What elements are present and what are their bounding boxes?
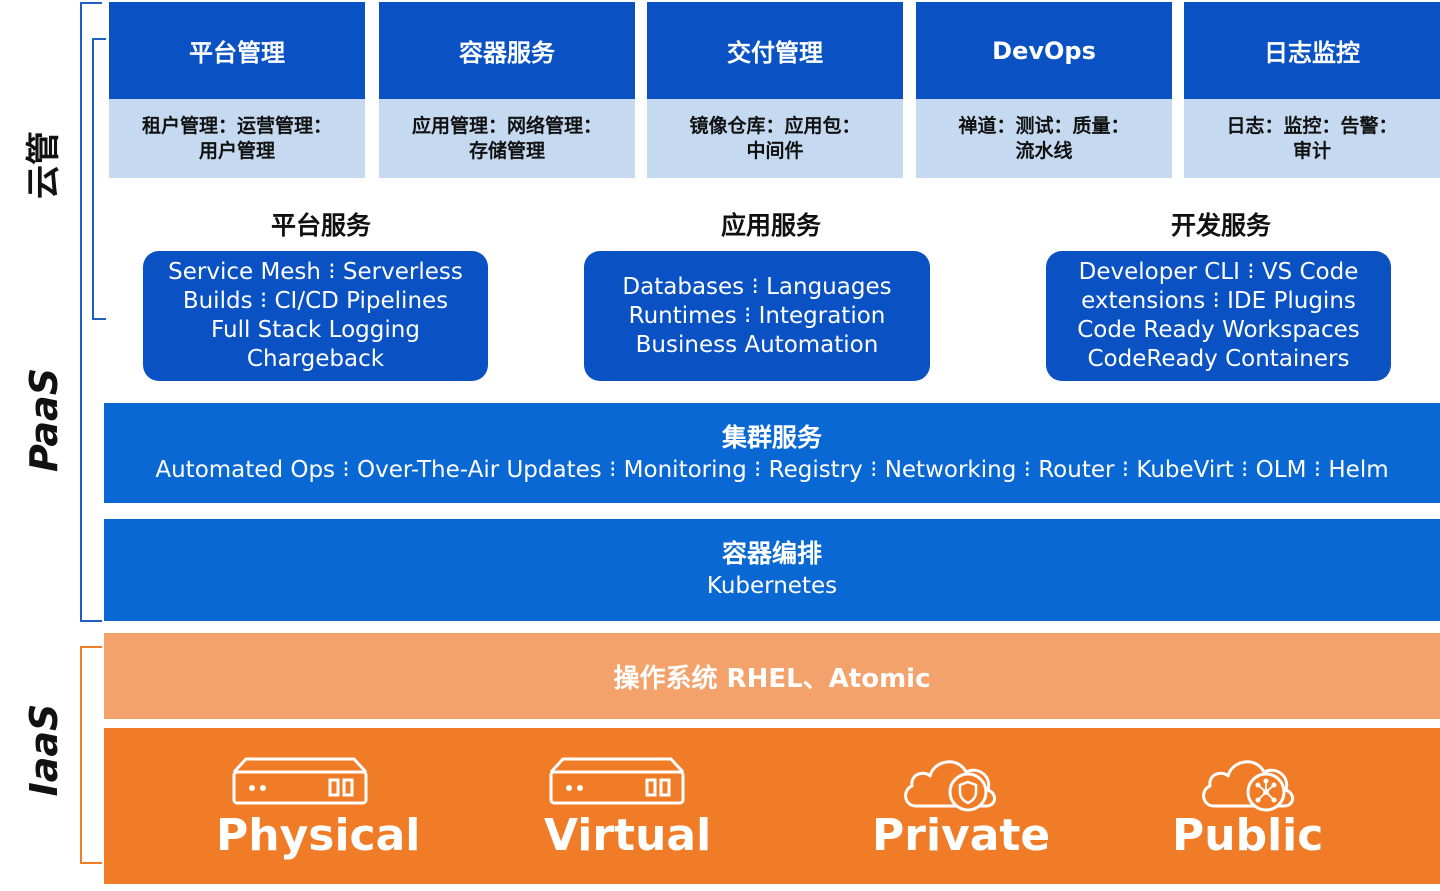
mgmt-desc: 镜像仓库：应用包： 中间件 <box>647 99 903 178</box>
dev-services-box: Developer CLI ⁝ VS Code extensions ⁝ IDE… <box>1046 251 1391 381</box>
os-band: 操作系统 RHEL、Atomic <box>104 633 1440 719</box>
service-line: Developer CLI ⁝ VS Code <box>1078 259 1359 285</box>
mgmt-desc-line: 租户管理：运营管理： <box>141 114 332 137</box>
platform-services-title: 平台服务 <box>270 211 371 240</box>
infra-label-physical: Physical <box>216 810 421 861</box>
orchestration-band: 容器编排 Kubernetes <box>104 519 1440 621</box>
cloud-mgmt-label: 云管 <box>24 131 64 199</box>
service-line: CodeReady Containers <box>1087 346 1350 372</box>
platform-services-box: Service Mesh ⁝ Serverless Builds ⁝ CI/CD… <box>143 251 488 381</box>
mgmt-title: 容器服务 <box>379 2 635 99</box>
service-line: Chargeback <box>246 346 385 372</box>
mgmt-title: 平台管理 <box>109 2 365 99</box>
service-line: extensions ⁝ IDE Plugins <box>1081 288 1356 314</box>
mgmt-desc-line: 禅道：测试：质量： <box>958 114 1130 137</box>
mgmt-desc: 租户管理：运营管理： 用户管理 <box>109 99 365 178</box>
mgmt-desc-line: 日志：监控：告警： <box>1226 114 1398 137</box>
mgmt-desc-line: 应用管理：网络管理： <box>411 114 602 137</box>
mgmt-desc-line: 中间件 <box>746 139 804 162</box>
service-line: Business Automation <box>635 331 879 358</box>
mgmt-desc-line: 流水线 <box>1015 139 1073 162</box>
os-label: 操作系统 RHEL、Atomic <box>613 663 931 694</box>
service-line: Builds ⁝ CI/CD Pipelines <box>182 288 449 314</box>
cluster-services-band: 集群服务 Automated Ops ⁝ Over-The-Air Update… <box>104 403 1440 503</box>
mgmt-desc-line: 存储管理 <box>468 139 545 162</box>
mgmt-platform: 平台管理 租户管理：运营管理： 用户管理 <box>109 2 365 178</box>
cloud-shield-icon <box>904 760 996 812</box>
cloud-network-icon <box>1202 760 1294 812</box>
iaas-bracket <box>80 646 102 864</box>
mgmt-desc: 禅道：测试：质量： 流水线 <box>916 99 1172 178</box>
infra-label-virtual: Virtual <box>544 810 712 861</box>
service-line: Full Stack Logging <box>211 317 420 343</box>
mgmt-title: 日志监控 <box>1184 2 1440 99</box>
iaas-label: IaaS <box>22 703 66 797</box>
service-line: Databases ⁝ Languages <box>622 273 892 300</box>
app-services-box: Databases ⁝ Languages Runtimes ⁝ Integra… <box>584 251 930 381</box>
mgmt-devops: DevOps 禅道：测试：质量： 流水线 <box>916 2 1172 178</box>
paas-label: PaaS <box>22 367 66 472</box>
service-line: Service Mesh ⁝ Serverless <box>168 259 463 285</box>
mgmt-container: 容器服务 应用管理：网络管理： 存储管理 <box>379 2 635 178</box>
infra-label-public: Public <box>1172 810 1324 861</box>
app-services-title: 应用服务 <box>720 211 821 240</box>
orchestration-subtitle: Kubernetes <box>706 573 838 599</box>
cloud-mgmt-bracket <box>92 38 106 320</box>
mgmt-desc-line: 用户管理 <box>198 139 275 162</box>
infra-label-private: Private <box>872 810 1051 861</box>
cluster-services-title: 集群服务 <box>721 423 822 452</box>
service-line: Runtimes ⁝ Integration <box>628 302 886 329</box>
dev-services-title: 开发服务 <box>1170 211 1271 240</box>
infrastructure-band: Physical Virtual Private Public <box>104 728 1440 884</box>
server-icon <box>232 757 368 805</box>
mgmt-title: 交付管理 <box>647 2 903 99</box>
mgmt-desc-line: 镜像仓库：应用包： <box>689 114 861 137</box>
orchestration-title: 容器编排 <box>721 539 822 568</box>
paas-bracket <box>80 2 102 622</box>
mgmt-desc-line: 审计 <box>1292 139 1331 162</box>
mgmt-desc: 应用管理：网络管理： 存储管理 <box>379 99 635 178</box>
mgmt-delivery: 交付管理 镜像仓库：应用包： 中间件 <box>647 2 903 178</box>
service-line: Code Ready Workspaces <box>1077 317 1360 343</box>
cluster-services-items: Automated Ops ⁝ Over-The-Air Updates ⁝ M… <box>155 457 1389 483</box>
server-icon <box>549 757 685 805</box>
mgmt-title: DevOps <box>916 2 1172 99</box>
mgmt-logging: 日志监控 日志：监控：告警： 审计 <box>1184 2 1440 178</box>
mgmt-desc: 日志：监控：告警： 审计 <box>1184 99 1440 178</box>
